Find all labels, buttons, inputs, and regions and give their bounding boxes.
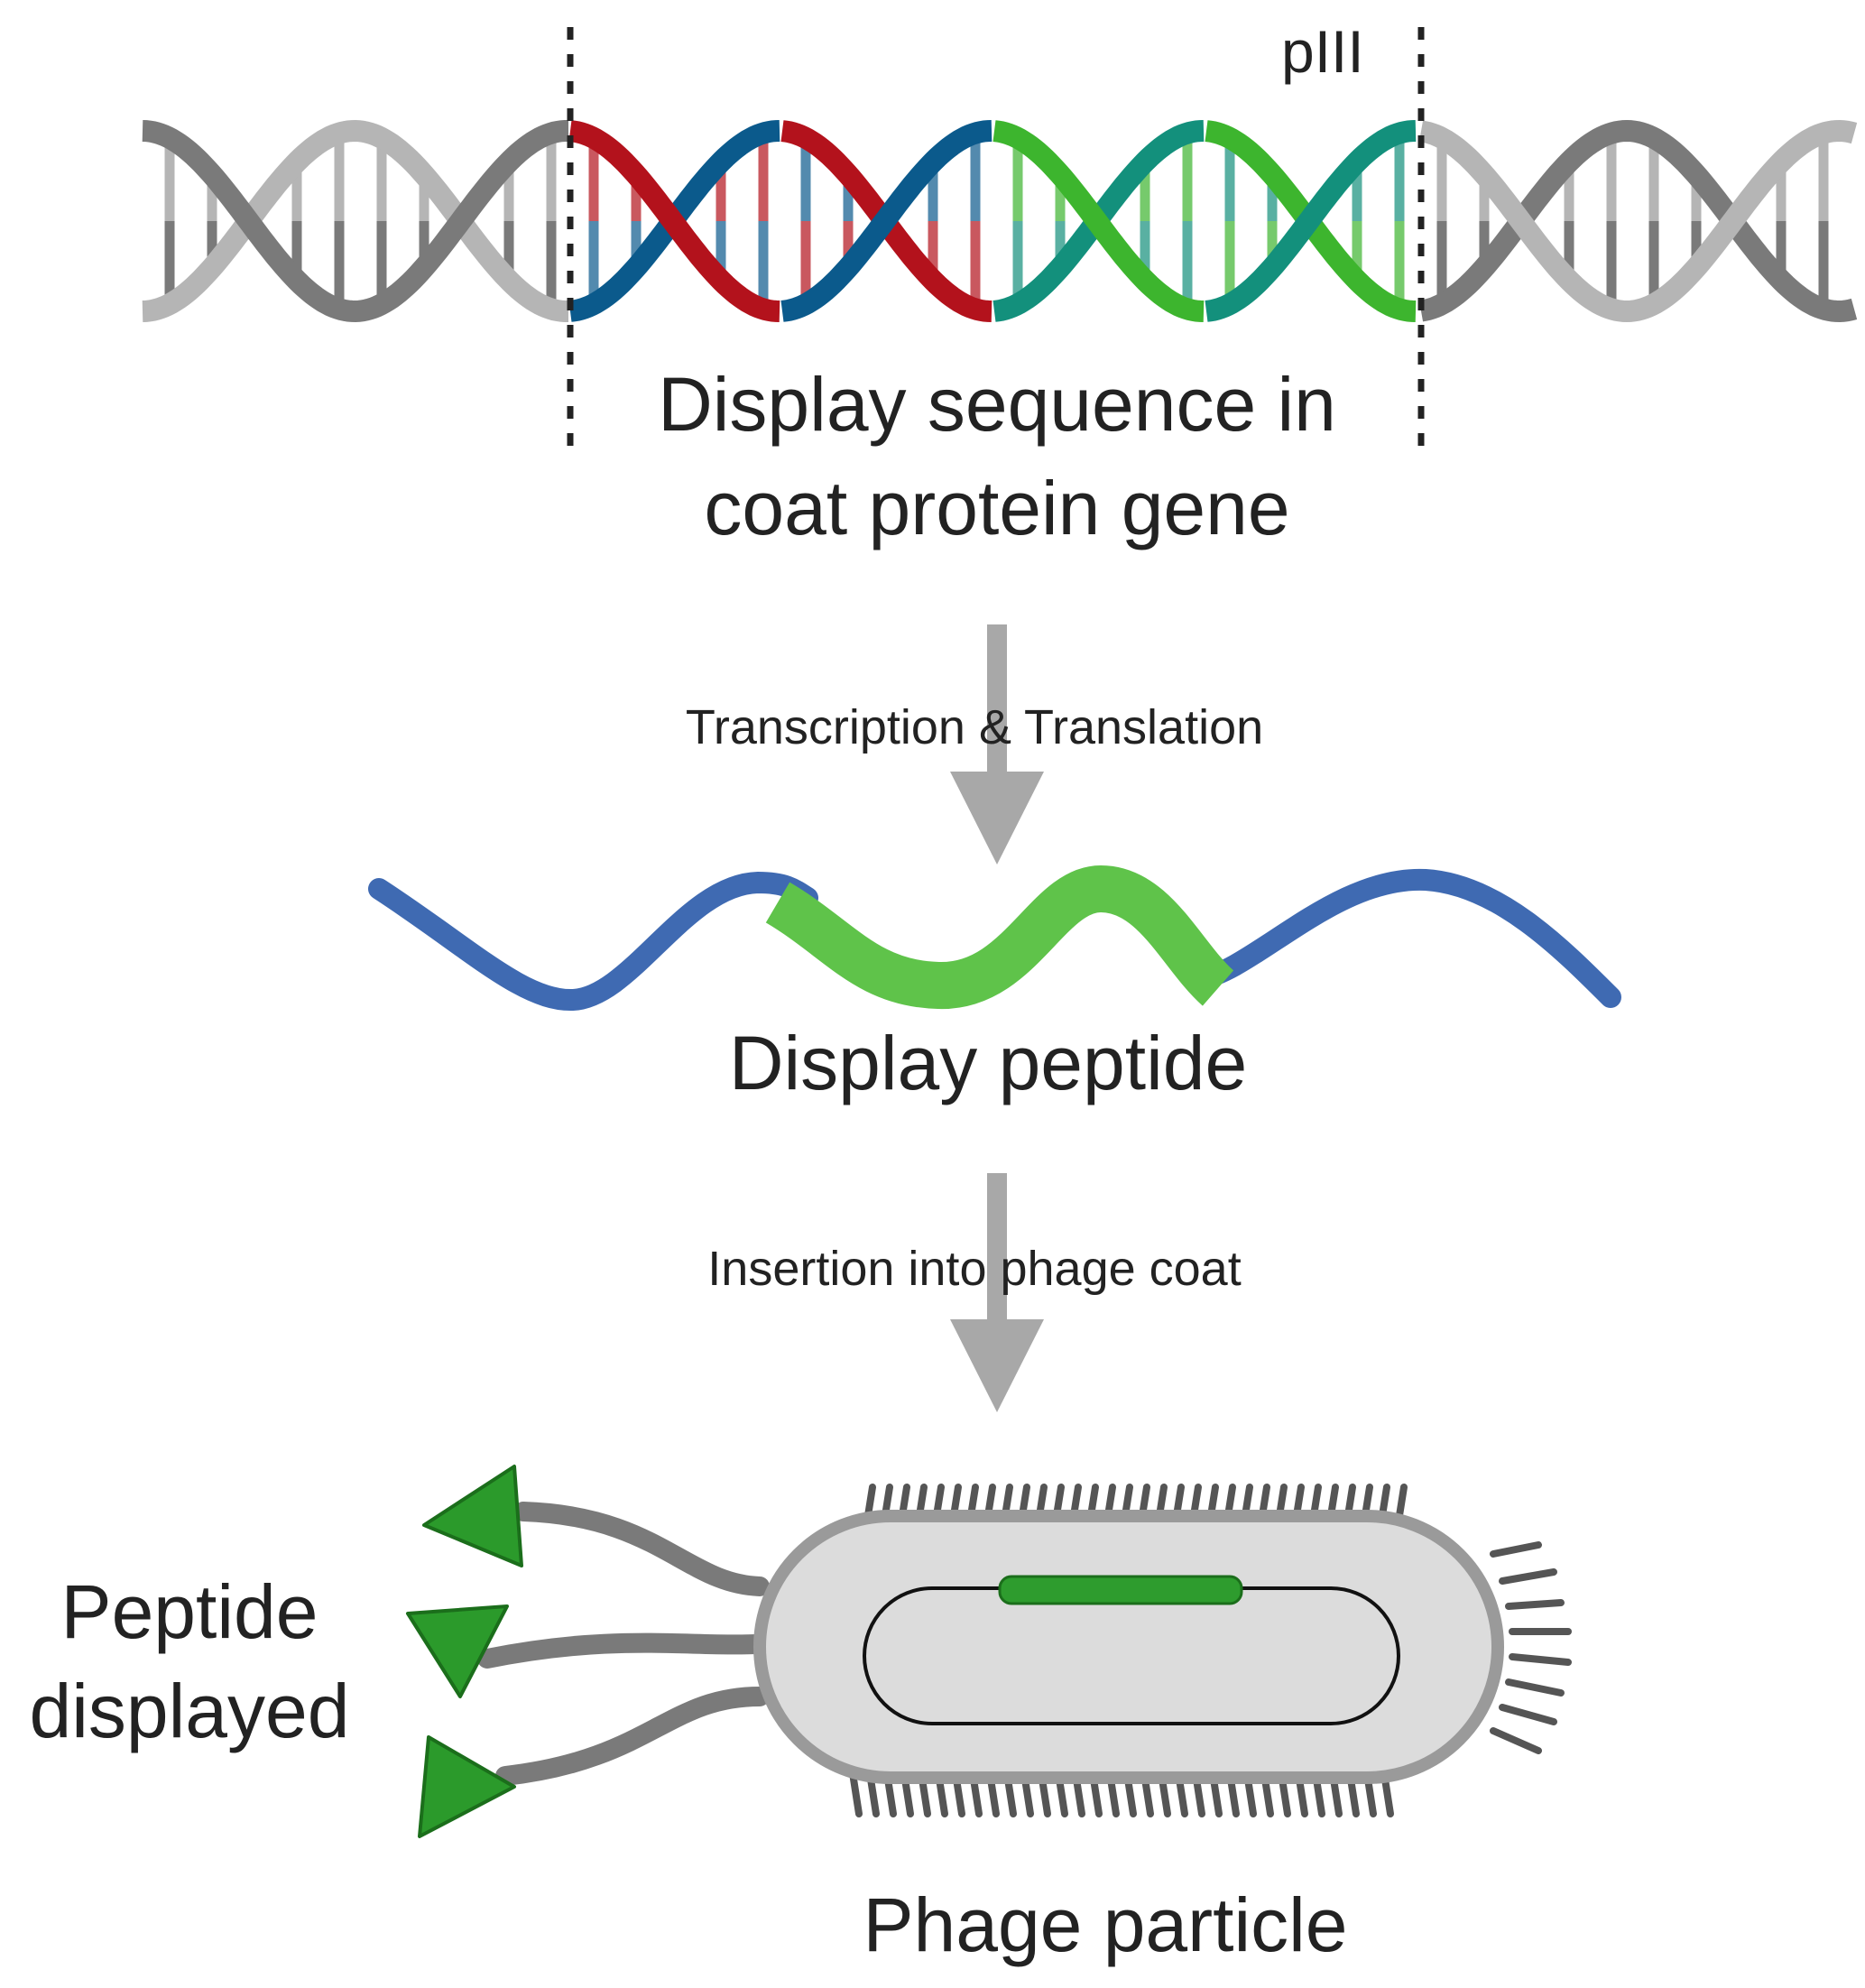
- peptide-displayed-label-line2: displayed: [29, 1669, 350, 1753]
- dna-strand-grey-right: [1418, 119, 1858, 323]
- insertion-into-phage-coat-label: Insertion into phage coat: [707, 1242, 1242, 1296]
- coat-fiber: [1490, 1727, 1542, 1754]
- process-arrows: [950, 624, 1044, 1412]
- dna-strand-insert: [1205, 120, 1417, 322]
- phage-body: [753, 1510, 1504, 1784]
- phage-tail-fiber: [495, 1687, 770, 1786]
- display-peptide-strand: [368, 865, 1621, 1012]
- display-peptide-label: Display peptide: [728, 1021, 1248, 1105]
- display-sequence-label-line2: coat protein gene: [704, 466, 1290, 550]
- phage-particle-label: Phage particle: [863, 1882, 1348, 1967]
- transcription-translation-label: Transcription & Translation: [685, 700, 1264, 754]
- dna-strand-insert: [993, 120, 1205, 322]
- coat-fiber: [1499, 1704, 1557, 1725]
- dna-strand-insert: [780, 120, 993, 322]
- display-sequence-label-line1: Display sequence in: [658, 362, 1336, 447]
- dna-strand-grey-left: [142, 120, 568, 323]
- inserted-display-sequence: [998, 1575, 1243, 1605]
- dna-strand-grey-right: [1418, 119, 1858, 323]
- gene-label-piii: pIII: [1281, 18, 1364, 85]
- arrow-transcription-shaft: [987, 624, 1007, 772]
- coat-spike: [849, 1770, 863, 1817]
- dna-strand-insert: [568, 120, 780, 322]
- coat-fiber: [1505, 1678, 1565, 1697]
- peptide-displayed-label-line1: Peptide: [60, 1569, 319, 1654]
- dna-strand-grey-left: [142, 119, 568, 322]
- coat-fiber: [1490, 1541, 1542, 1558]
- coat-fiber: [1499, 1568, 1557, 1585]
- peptide-blue-segment-right: [1189, 868, 1621, 1008]
- coat-fiber: [1505, 1599, 1565, 1610]
- displayed-peptide-triangle: [422, 1465, 523, 1567]
- dna-double-helix: [142, 119, 1858, 323]
- arrow-transcription-head: [950, 772, 1044, 865]
- coat-fiber: [1509, 1653, 1572, 1666]
- peptide-blue-segment-left: [368, 871, 818, 1012]
- phage-tail-fiber: [477, 1632, 766, 1669]
- arrow-insertion-shaft: [987, 1173, 1007, 1319]
- arrow-insertion-head: [950, 1319, 1044, 1412]
- phage-tail-fiber: [513, 1502, 770, 1596]
- displayed-peptide-triangle: [418, 1735, 516, 1838]
- peptide-green-display-segment: [765, 865, 1234, 1009]
- phage-particle-illustration: [406, 1465, 1572, 1838]
- displayed-peptide-triangle: [406, 1604, 509, 1698]
